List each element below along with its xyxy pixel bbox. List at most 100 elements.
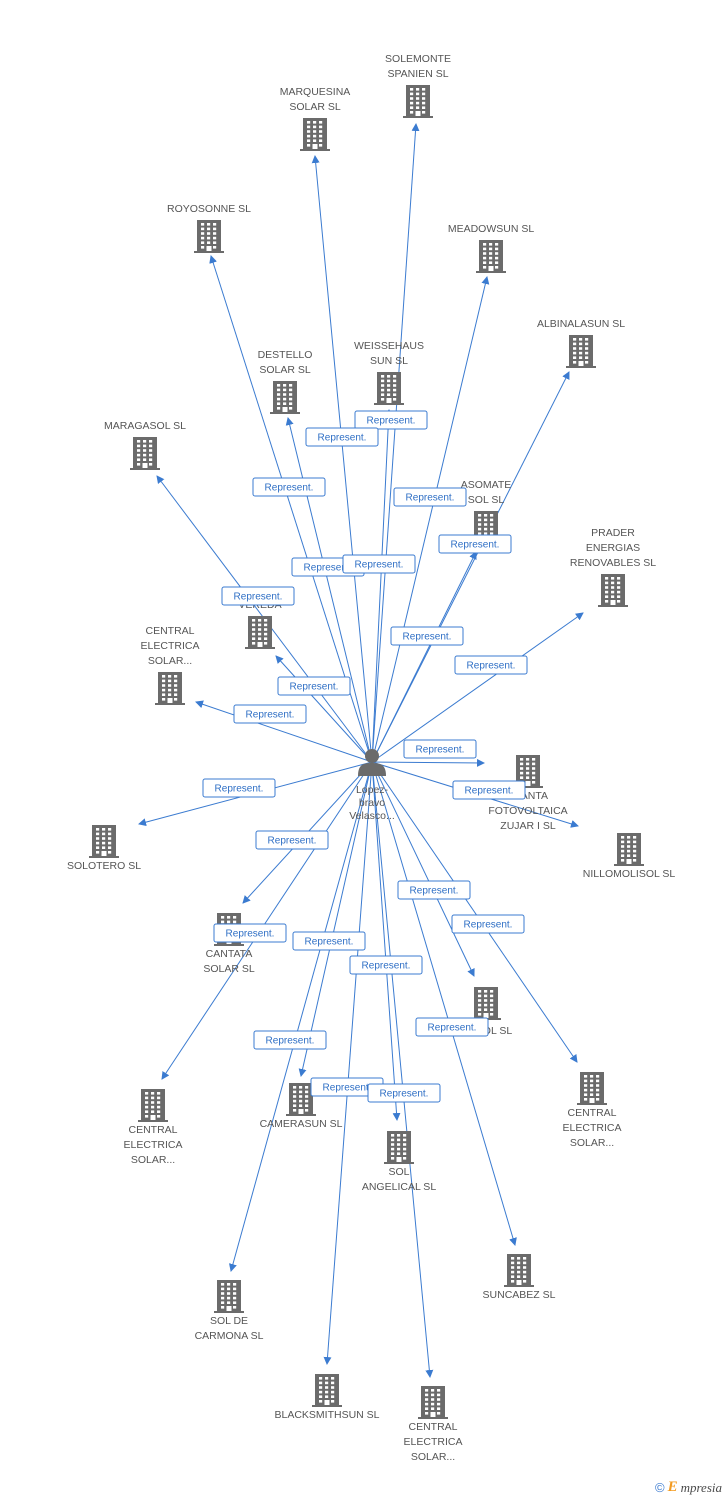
edge-label-represent[interactable]: Represent. (451, 914, 525, 934)
company-label-line: ELECTRICA (124, 1139, 183, 1151)
edge-label-represent[interactable]: Represent. (292, 931, 366, 951)
company-node-solangelical[interactable]: SOL ANGELICAL SL (362, 1131, 436, 1193)
company-label-line: MARAGASOL SL (104, 420, 186, 432)
edge-xsol (371, 761, 475, 977)
edge-label-represent[interactable]: Represent. (438, 534, 512, 554)
edge-label-represent[interactable]: Represent. (221, 586, 295, 606)
company-node-central4[interactable]: CENTRALELECTRICASOLAR... (404, 1386, 463, 1463)
edge-label-text: Represent. (323, 1083, 372, 1094)
edge-asomate (371, 551, 477, 763)
edge-central3 (161, 761, 373, 1080)
company-label-line: MEADOWSUN SL (448, 223, 535, 235)
company-node-central2[interactable]: CENTRALELECTRICASOLAR... (563, 1072, 622, 1149)
edge-label-represent[interactable]: Represent. (202, 778, 276, 798)
edge-label-text: Represent. (451, 540, 500, 551)
edge-vereda (275, 655, 373, 763)
person-icon (358, 749, 386, 776)
person-node-center[interactable]: Lopez-bravoVelasco... (349, 749, 395, 822)
company-label-line: ROYOSONNE SL (167, 203, 251, 215)
edge-label-represent[interactable]: Represent. (393, 487, 467, 507)
edge-label-text: Represent. (265, 483, 314, 494)
building-icon (384, 1131, 414, 1164)
edge-label-represent[interactable]: Represent. (367, 1083, 441, 1103)
brand-logo-text: mpresia (680, 1479, 722, 1495)
building-icon (312, 1374, 342, 1407)
company-label-line: WEISSEHAUS (354, 340, 424, 352)
company-node-camerasun[interactable]: CAMERASUN SL (260, 1083, 343, 1130)
company-node-royosonne[interactable]: ROYOSONNE SL (167, 203, 251, 253)
company-label-line: ELECTRICA (404, 1436, 463, 1448)
edge-suncabez (371, 761, 517, 1246)
company-node-albinalasun[interactable]: ALBINALASUN SL (537, 318, 625, 368)
edge-label-text: Represent. (215, 784, 264, 795)
building-icon (471, 987, 501, 1020)
edge-label-text: Represent. (464, 920, 513, 931)
company-label-line: ZUJAR I SL (500, 820, 556, 832)
building-icon (403, 85, 433, 118)
company-label-line: BLACKSMITHSUN SL (274, 1409, 379, 1421)
company-label-line: CAMERASUN SL (260, 1118, 343, 1130)
edge-solcarmona (229, 761, 373, 1272)
edge-label-represent[interactable]: Represent. (415, 1017, 489, 1037)
company-node-meadowsun[interactable]: MEADOWSUN SL (448, 223, 535, 273)
edge-label-represent[interactable]: Represent. (277, 676, 351, 696)
edge-label-text: Represent. (467, 661, 516, 672)
building-icon (130, 437, 160, 470)
company-node-central3[interactable]: CENTRALELECTRICASOLAR... (124, 1089, 183, 1166)
edge-label-represent[interactable]: Represent. (354, 410, 428, 430)
edge-label-text: Represent. (367, 416, 416, 427)
edge-label-represent[interactable]: Represent. (305, 427, 379, 447)
company-label-line: SOLAR... (570, 1137, 614, 1149)
company-node-nillomolisol[interactable]: NILLOMOLISOL SL (583, 833, 676, 880)
edge-label-represent[interactable]: Represent. (349, 955, 423, 975)
edge-label-represent[interactable]: Represent. (454, 655, 528, 675)
company-node-vereda[interactable]: VEREDA (238, 599, 282, 649)
edge-weissehaus (371, 409, 393, 763)
edge-label-represent[interactable]: Represent. (252, 477, 326, 497)
company-node-blacksmithsun[interactable]: BLACKSMITHSUN SL (274, 1374, 380, 1421)
company-label-line: SOLAR... (131, 1154, 175, 1166)
edge-label-text: Represent. (266, 1036, 315, 1047)
edge-label-represent[interactable]: Represent. (403, 739, 477, 759)
company-label-line: SOL (388, 1166, 409, 1178)
edge-label-represent[interactable]: Represent. (342, 554, 416, 574)
person-label-line: bravo (359, 797, 385, 809)
company-label-line: MARQUESINA (280, 86, 351, 98)
edge-label-text: Represent. (290, 682, 339, 693)
edge-label-represent[interactable]: Represent. (255, 830, 329, 850)
company-node-suncabez[interactable]: SUNCABEZ SL (483, 1254, 556, 1301)
company-node-weissehaus[interactable]: WEISSEHAUS SUN SL (354, 340, 424, 405)
company-label-line: ASOMATE (461, 479, 512, 491)
company-node-central1[interactable]: CENTRALELECTRICASOLAR... (141, 625, 200, 705)
edge-label-represent[interactable]: Represent. (233, 704, 307, 724)
company-node-solotero[interactable]: SOLOTERO SL (67, 825, 141, 872)
building-icon (418, 1386, 448, 1419)
company-node-maragasol[interactable]: MARAGASOL SL (104, 420, 186, 470)
edge-label-represent[interactable]: Represent. (213, 923, 287, 943)
edge-meadowsun (371, 276, 490, 763)
building-icon (245, 616, 275, 649)
edge-label-represent[interactable]: Represent. (253, 1030, 327, 1050)
edge-label-represent[interactable]: Represent. (397, 880, 471, 900)
edge-label-represent[interactable]: Represent. (390, 626, 464, 646)
company-label-line: CARMONA SL (195, 1330, 264, 1342)
company-label-line: SPANIEN SL (387, 68, 448, 80)
edge-label-text: Represent. (410, 886, 459, 897)
edge-label-represent[interactable]: Represent. (452, 780, 526, 800)
edge-destello (285, 417, 373, 763)
copyright-icon: © (654, 1480, 665, 1495)
company-label-line: CENTRAL (145, 625, 194, 637)
company-label-line: SUN SL (370, 355, 408, 367)
brand-logo-letter: E (667, 1479, 678, 1495)
company-label-line: ANGELICAL SL (362, 1181, 436, 1193)
edge-label-text: Represent. (268, 836, 317, 847)
